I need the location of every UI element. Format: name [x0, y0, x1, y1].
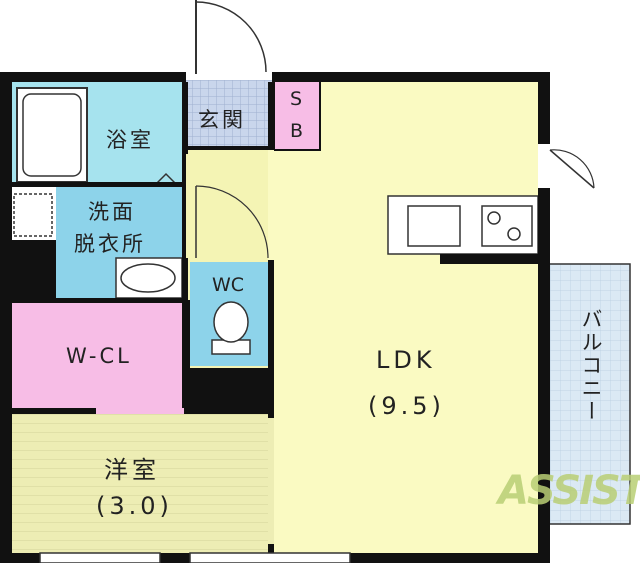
kitchen-sink [407, 205, 461, 247]
washroom-label-line2: 脱衣所 [74, 232, 146, 256]
entrance-tile [186, 80, 272, 148]
balcony-door-leaf [549, 149, 595, 189]
shoe-box-label-top: S [290, 88, 303, 110]
wc-label: WC [212, 274, 245, 296]
closet-floor [12, 302, 184, 410]
bottom-window-2 [39, 552, 161, 563]
burner-left [487, 211, 501, 225]
bottom-window [189, 552, 351, 563]
ldk-floor [272, 80, 542, 554]
closet-label: W-CL [66, 344, 132, 368]
stove [481, 205, 533, 247]
washroom-label-line1: 洗面 [88, 200, 136, 224]
washer-pan [13, 193, 53, 237]
bath-step [155, 172, 177, 185]
western-room-label: 洋室 [104, 456, 160, 484]
ldk-label: LDK [376, 346, 436, 374]
closet-door-gap [96, 408, 184, 414]
assist-watermark-logo: ASSIST [498, 468, 640, 514]
bath-door-gap [186, 154, 190, 258]
balcony-door-swing [549, 149, 595, 189]
entry-door-swing [195, 1, 267, 73]
balcony-label: バルコニー [579, 308, 603, 423]
burner-right [507, 227, 521, 241]
hall-door-swing [195, 185, 269, 259]
bathtub-inner [22, 93, 82, 177]
balcony-floor [547, 263, 631, 525]
entrance-label: 玄関 [198, 108, 246, 132]
western-floor [12, 414, 272, 554]
shoe-box-label-bottom: B [290, 120, 304, 142]
ldk-door-gap [268, 150, 274, 260]
balcony-door-gap [538, 144, 550, 188]
bath-label: 浴室 [106, 128, 154, 152]
toilet-bowl [213, 301, 249, 343]
western-room-size: (3.0) [96, 492, 173, 520]
ldk-size: (9.5) [368, 392, 445, 420]
wash-basin [120, 263, 176, 293]
western-door-gap [268, 418, 274, 544]
